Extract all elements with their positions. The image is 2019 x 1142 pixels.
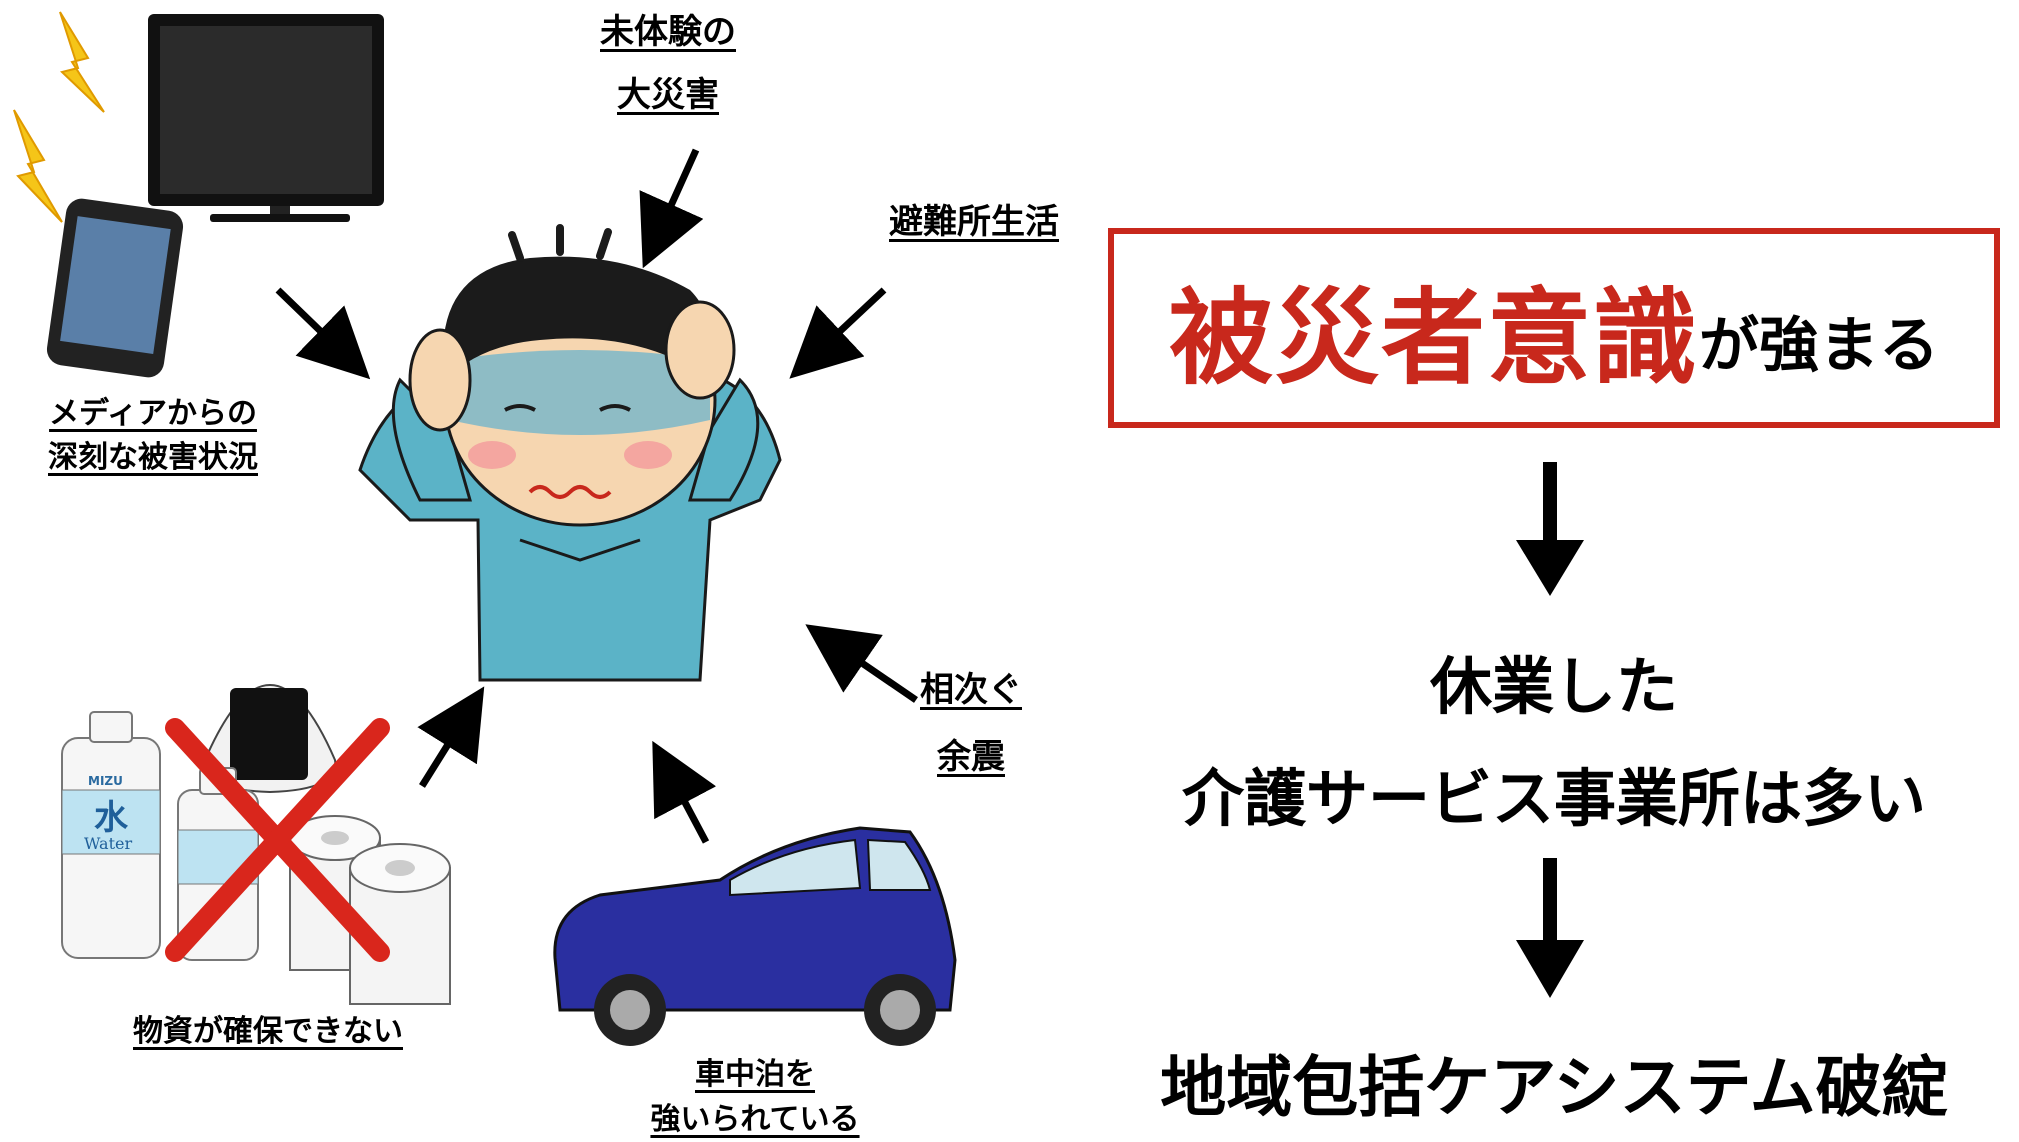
bottle-kanji: 水 xyxy=(94,798,128,838)
car-icon xyxy=(553,826,957,1046)
label-disaster-line2: 大災害 xyxy=(617,75,719,116)
arrows-inbound xyxy=(275,148,918,844)
down-arrow-icon xyxy=(1516,462,1584,596)
smartphone-icon xyxy=(46,198,184,378)
toilet-paper-icon xyxy=(289,815,451,1005)
label-aftershock-line1: 相次ぐ xyxy=(920,670,1022,710)
label-car-line1: 車中泊を xyxy=(695,1057,815,1092)
label-car-line2: 強いられている xyxy=(650,1102,860,1137)
label-media-line1: メディアからの xyxy=(49,396,257,431)
victim-awareness-box: 被災者意識 が強まる xyxy=(1108,228,2000,428)
result-line3: 地域包括ケアシステム破綻 xyxy=(1160,1049,1948,1126)
bottle-brand: MIZU xyxy=(88,774,123,788)
water-bottle-icon xyxy=(61,711,259,961)
onigiri-icon xyxy=(203,684,337,794)
victim-awareness-suffix: が強まる xyxy=(1699,310,1939,381)
label-shelter: 避難所生活 xyxy=(889,202,1059,242)
label-aftershock-line2: 余震 xyxy=(937,737,1005,778)
down-arrow-icon xyxy=(1516,858,1584,998)
label-media: メディアからの 深刻な被害状況 xyxy=(28,392,278,479)
bottle-water-text: Water xyxy=(84,834,133,853)
stressed-person-illustration xyxy=(358,224,782,682)
label-car: 車中泊を 強いられている xyxy=(630,1052,880,1142)
label-disaster-line1: 未体験の xyxy=(600,12,736,52)
result-line2a: 休業した xyxy=(1429,650,1678,723)
lightning-icon xyxy=(13,11,105,223)
label-disaster: 未体験の 大災害 xyxy=(568,8,768,121)
victim-awareness-emphasis: 被災者意識 xyxy=(1168,276,1699,399)
label-supplies: 物資が確保できない xyxy=(133,1014,403,1049)
tv-icon xyxy=(148,14,384,222)
label-media-line2: 深刻な被害状況 xyxy=(48,439,258,475)
unavailable-cross-icon xyxy=(165,718,390,962)
label-aftershock: 相次ぐ 余震 xyxy=(896,666,1046,783)
result-line2b: 介護サービス事業所は多い xyxy=(1181,762,1926,835)
